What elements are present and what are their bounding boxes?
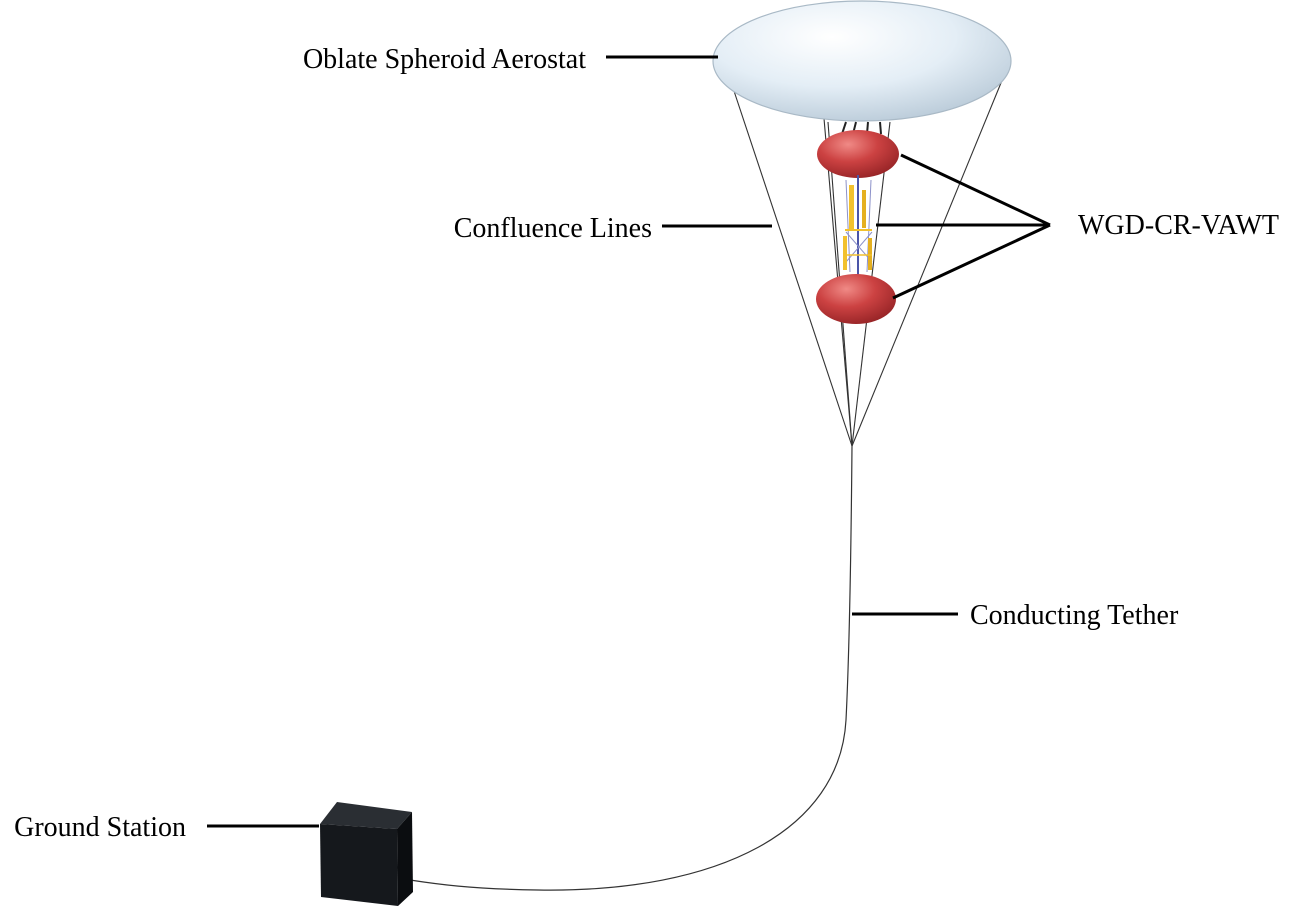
label-aerostat: Oblate Spheroid Aerostat [303, 44, 586, 75]
ground-station [320, 802, 413, 906]
upper-duct [817, 130, 899, 178]
leader-lines [207, 55, 1051, 828]
label-ground-station: Ground Station [14, 812, 186, 843]
aerostat [712, 0, 1012, 122]
label-conducting-tether: Conducting Tether [970, 600, 1179, 631]
conducting-tether [409, 445, 853, 891]
label-confluence-lines: Confluence Lines [454, 213, 652, 244]
lower-duct [816, 274, 896, 324]
label-turbine: WGD-CR-VAWT [1078, 210, 1279, 241]
turbine-rotor [843, 175, 873, 277]
